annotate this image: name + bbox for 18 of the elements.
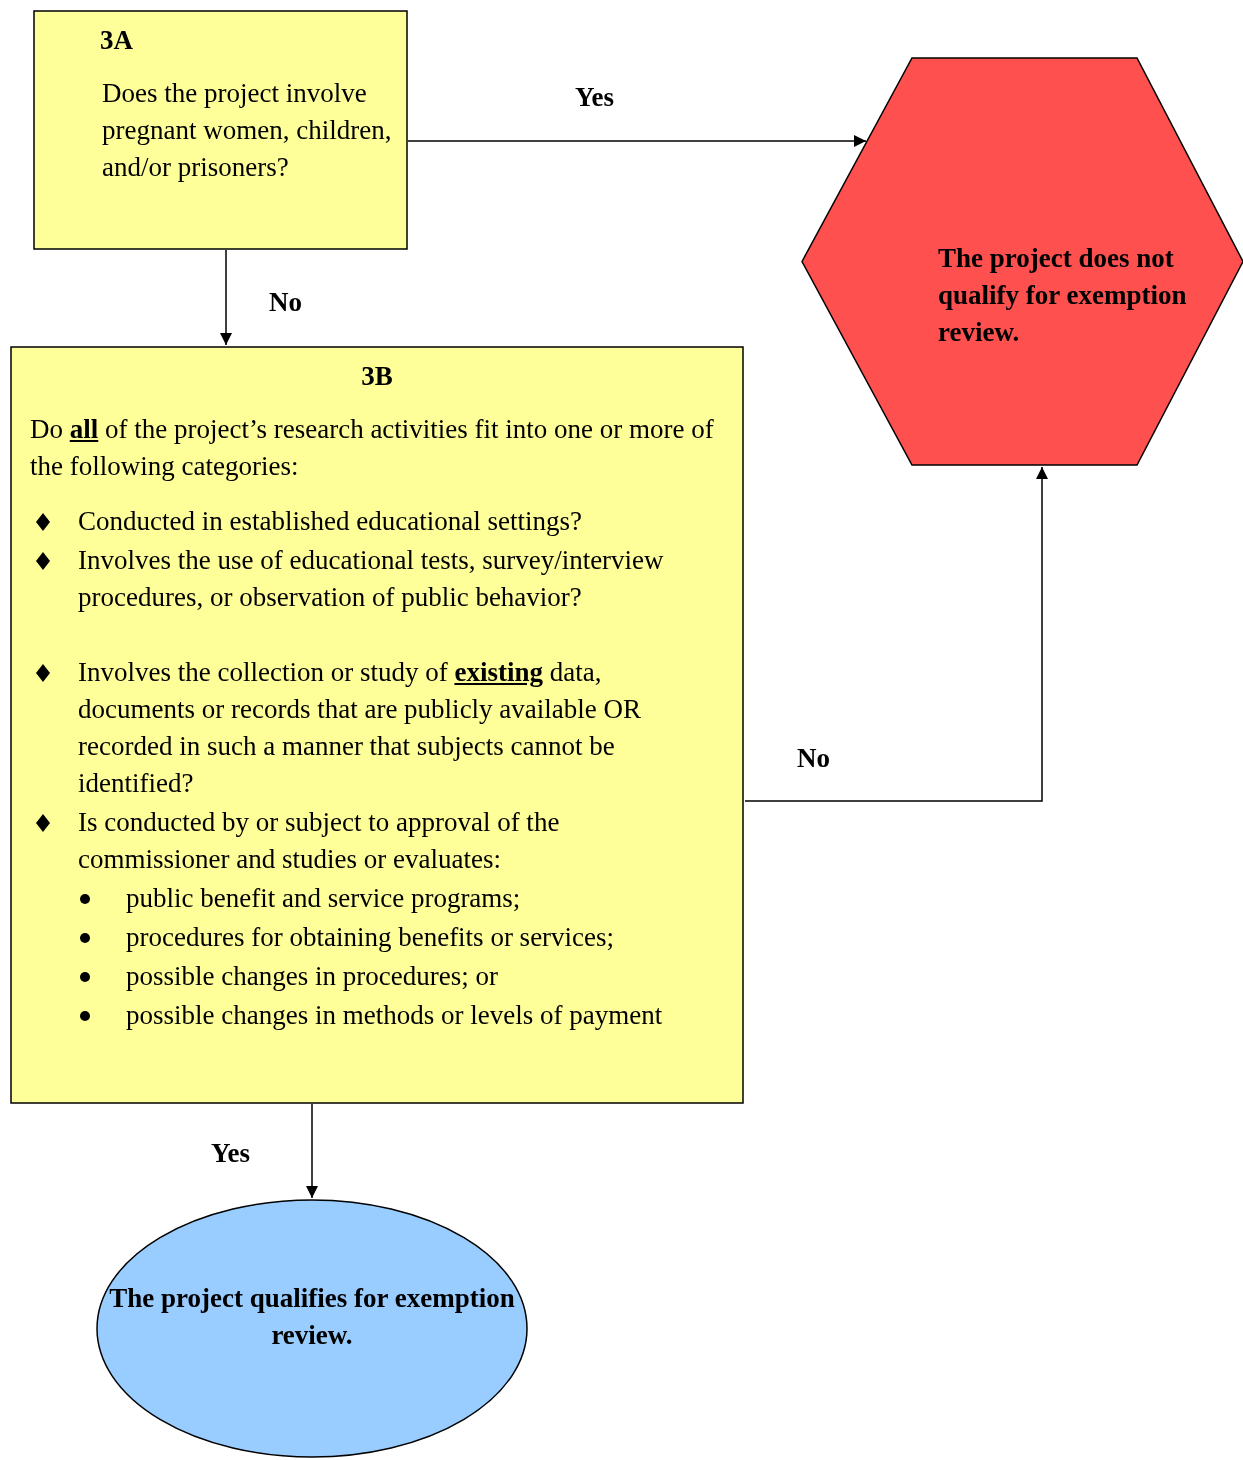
- arrow: [306, 1103, 318, 1199]
- node-text: Does the project involve pregnant women, children, and/or prisoners?: [102, 77, 392, 184]
- node-text: The project does not qualify for exemption review.: [938, 242, 1188, 349]
- step-heading: 3A: [100, 24, 134, 57]
- list-item: possible changes in methods or levels of payment: [126, 999, 664, 1032]
- node-text: The project qualifies for exemption review.: [108, 1282, 516, 1352]
- list-item: Conducted in established educational settings?: [78, 505, 583, 538]
- arrow: [407, 135, 867, 147]
- step-heading: 3B: [360, 360, 394, 393]
- list-item: possible changes in procedures; or: [126, 960, 499, 993]
- list-item: Involves the use of educational tests, survey/interview procedures, or observation of public behavior?: [78, 544, 665, 614]
- list-item: Involves the collection or study of existing data, documents or records that are publicly available OR recorded in such a manner that subjects cannot be identified?: [78, 656, 643, 800]
- list-item: public benefit and service programs;: [126, 882, 522, 915]
- arrow: [744, 466, 1048, 802]
- node-text: Do all of the project’s research activities fit into one or more of the following categories:: [30, 413, 715, 483]
- arrow: [220, 249, 232, 346]
- list-item: procedures for obtaining benefits or services;: [126, 921, 616, 954]
- list-item: Is conducted by or subject to approval of the commissioner and studies or evaluates:: [78, 806, 561, 876]
